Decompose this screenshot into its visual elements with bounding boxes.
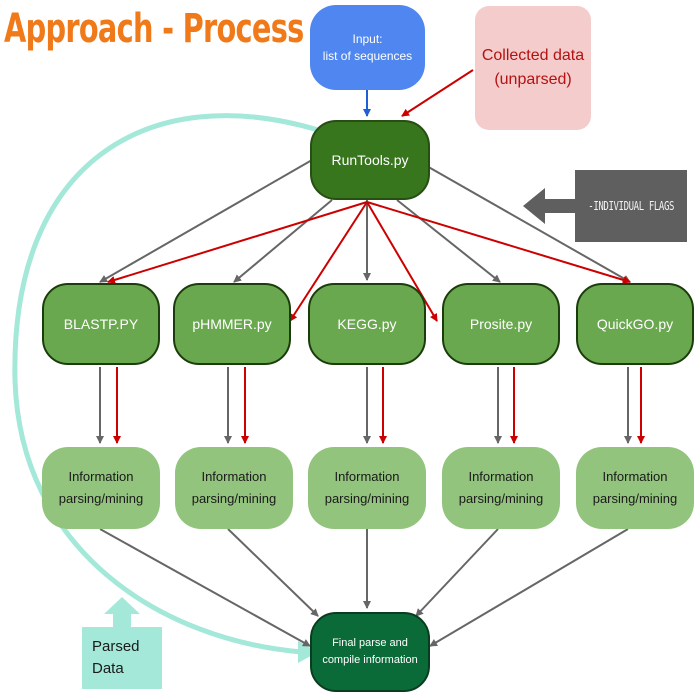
- input-node: Input: list of sequences: [310, 5, 425, 90]
- parsed-data-curve: [12, 113, 319, 655]
- info-line1: Information: [68, 469, 134, 484]
- collected-data-node: Collected data (unparsed): [475, 6, 591, 130]
- info-line1: Information: [468, 469, 534, 484]
- tool-label: KEGG.py: [337, 316, 397, 332]
- tool-label: BLASTP.PY: [63, 316, 139, 332]
- tool-node-phmmer: pHMMER.py: [173, 283, 291, 365]
- info-line2: parsing/mining: [191, 491, 277, 506]
- tool-node-kegg: KEGG.py: [308, 283, 426, 365]
- parsed-curve-arrowhead: [298, 641, 318, 663]
- runtools-node: RunTools.py: [310, 120, 430, 200]
- info-line1: Information: [602, 469, 668, 484]
- info-line2: parsing/mining: [592, 491, 678, 506]
- info-node-2: Information parsing/mining: [175, 447, 293, 529]
- collected-line1: Collected data: [481, 47, 585, 64]
- tool-node-prosite: Prosite.py: [442, 283, 560, 365]
- info-to-final-arrows: [99, 528, 629, 647]
- info-line2: parsing/mining: [458, 491, 544, 506]
- parsed-data-box: Parsed Data: [82, 627, 162, 689]
- info-node-5: Information parsing/mining: [576, 447, 694, 529]
- final-node: Final parse and compile information: [310, 612, 430, 692]
- info-node-1: Information parsing/mining: [42, 447, 160, 529]
- flags-arrow: [523, 188, 575, 224]
- final-line1: Final parse and: [332, 637, 408, 649]
- info-line1: Information: [201, 469, 267, 484]
- collected-to-runtools-arrow: [401, 69, 474, 117]
- flags-label: -INDIVIDUAL FLAGS: [588, 199, 674, 213]
- tool-label: QuickGO.py: [596, 316, 674, 332]
- runtools-label: RunTools.py: [331, 152, 409, 168]
- parsed-line1: Parsed: [92, 638, 140, 655]
- final-line2: compile information: [322, 654, 418, 666]
- tool-label: Prosite.py: [469, 316, 533, 332]
- info-node-4: Information parsing/mining: [442, 447, 560, 529]
- parsed-line2: Data: [92, 660, 124, 677]
- individual-flags-box: -INDIVIDUAL FLAGS: [575, 170, 687, 242]
- info-line2: parsing/mining: [324, 491, 410, 506]
- tool-label: pHMMER.py: [192, 316, 272, 332]
- input-line2: list of sequences: [322, 48, 413, 63]
- tool-node-quickgo: QuickGO.py: [576, 283, 694, 365]
- tool-to-info-arrows: [96, 367, 645, 444]
- tool-node-blastp: BLASTP.PY: [42, 283, 160, 365]
- info-node-3: Information parsing/mining: [308, 447, 426, 529]
- input-line1: Input:: [352, 31, 383, 46]
- parsed-data-up-arrow: [104, 597, 140, 627]
- collected-line2: (unparsed): [494, 71, 572, 88]
- page-title: Approach - Process: [4, 6, 304, 52]
- info-line2: parsing/mining: [58, 491, 144, 506]
- info-line1: Information: [334, 469, 400, 484]
